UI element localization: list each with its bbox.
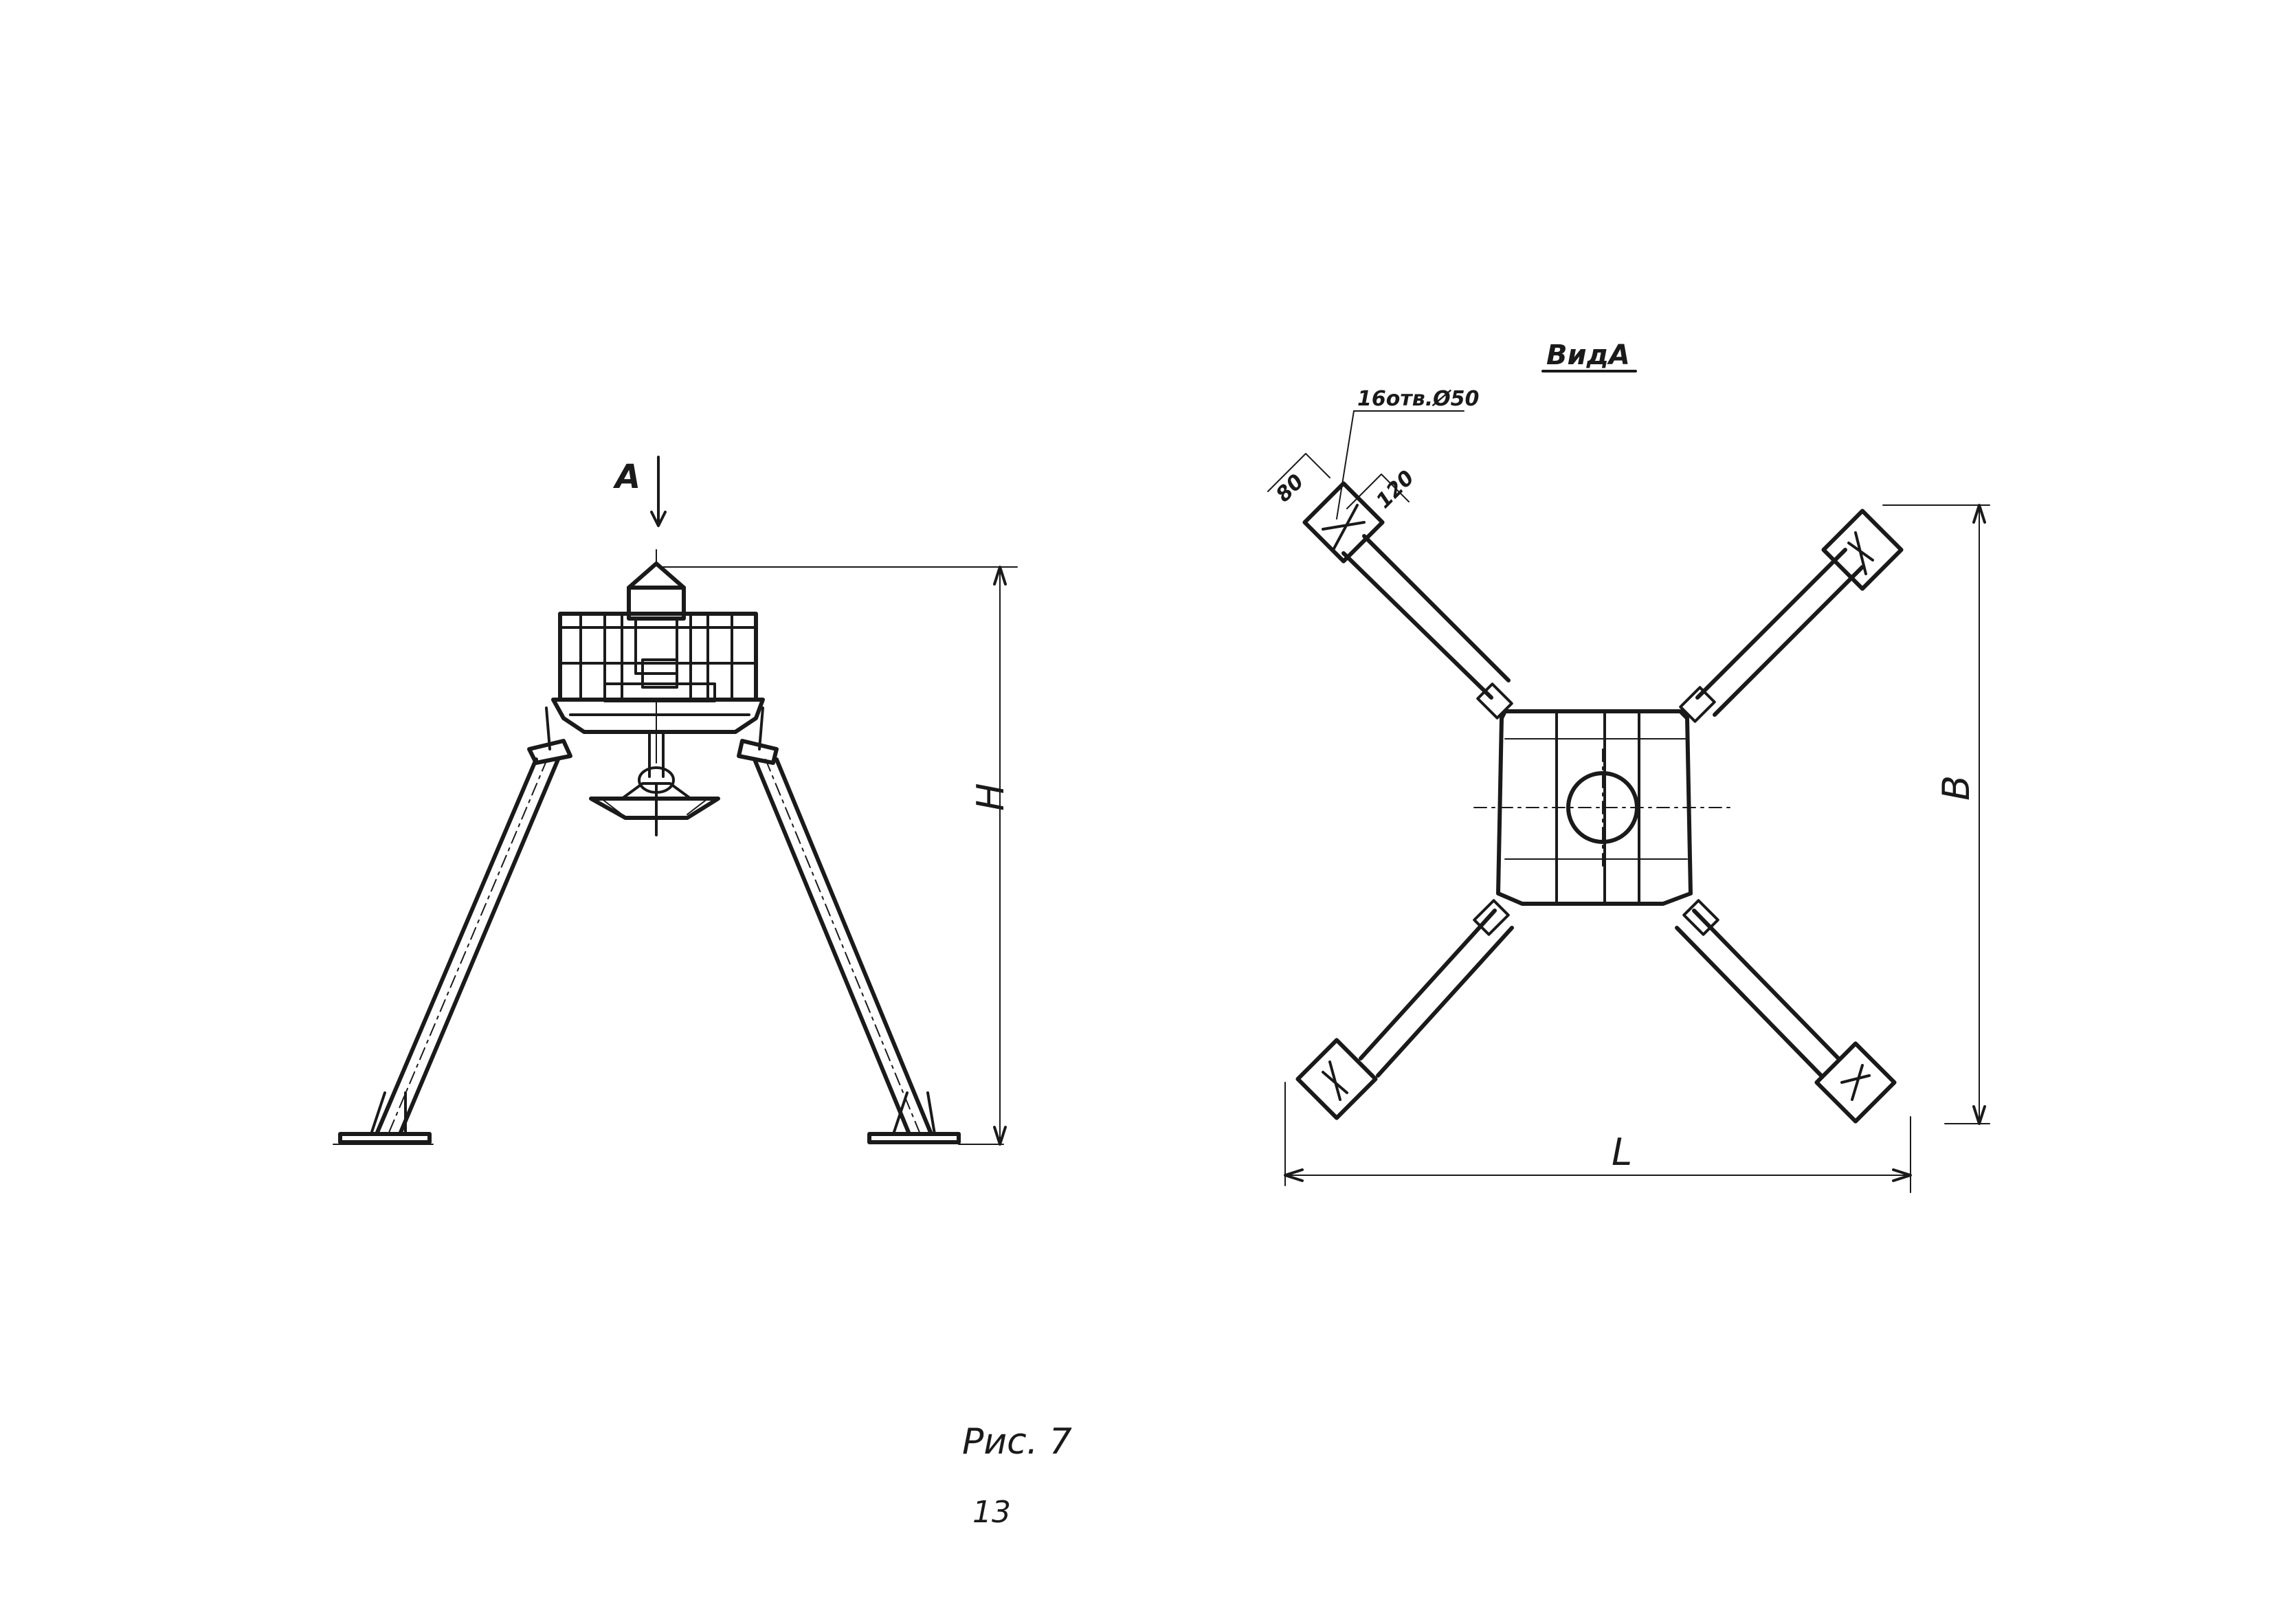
plan-height-dimension: B	[1882, 504, 1990, 1125]
arm-top-right	[1679, 548, 1864, 723]
left-hinge-bracket	[527, 707, 572, 765]
pad-top-left	[1302, 481, 1385, 564]
left-leg	[333, 757, 560, 1145]
arm-bottom-right	[1675, 899, 1840, 1078]
arm-top-left	[1341, 534, 1513, 720]
side-view: A	[333, 456, 1018, 1146]
frame-base	[551, 698, 765, 764]
plan-height-label: B	[1935, 775, 1978, 801]
plan-view: ВидА 16отв.Ø50 80 120	[1267, 340, 1990, 1193]
page-number: 13	[972, 1495, 1011, 1530]
plan-view-title: ВидА	[1546, 340, 1630, 371]
pad-dim-a: 80	[1271, 469, 1308, 507]
plan-length-dimension: L	[1284, 1082, 1912, 1193]
right-leg	[753, 757, 1004, 1145]
svg-text:16отв.Ø50: 16отв.Ø50	[1357, 387, 1479, 411]
pad-bottom-left	[1295, 1038, 1378, 1120]
pad-top-right	[1821, 509, 1904, 591]
central-body	[1473, 709, 1733, 906]
lifting-cap	[627, 549, 686, 675]
view-arrow-a: A	[612, 456, 667, 527]
right-hinge-bracket	[737, 707, 779, 765]
holes-note: 16отв.Ø50	[1336, 387, 1479, 520]
pad-dim-b: 120	[1372, 466, 1419, 513]
height-dim-label: H	[969, 783, 1012, 811]
arm-bottom-left	[1359, 899, 1514, 1078]
gripper	[589, 731, 720, 836]
upper-frame	[558, 612, 758, 702]
plan-length-label: L	[1612, 1131, 1632, 1174]
view-arrow-label: A	[612, 458, 641, 496]
figure-caption: Рис. 7	[962, 1421, 1072, 1462]
pad-bottom-right	[1814, 1041, 1897, 1124]
height-dimension: H	[969, 566, 1012, 1146]
